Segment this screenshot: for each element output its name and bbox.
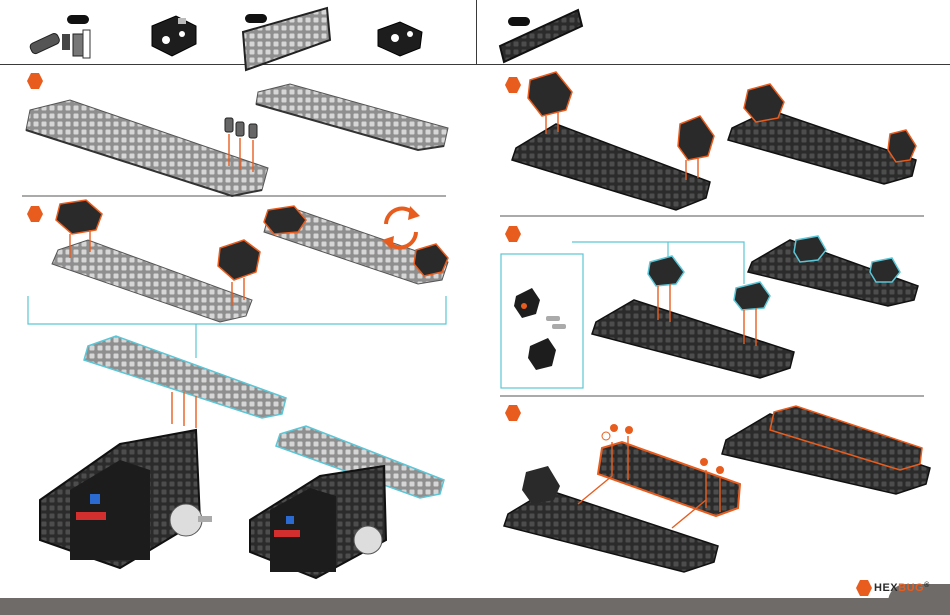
grid-plate-icon bbox=[243, 8, 330, 70]
step-6-illustration bbox=[504, 406, 930, 572]
corner-bracket-icon bbox=[378, 22, 422, 56]
long-plate-icon bbox=[500, 10, 582, 62]
step-1-illustration bbox=[26, 84, 448, 196]
step-3-illustration bbox=[40, 336, 444, 578]
hexagon-logo-icon bbox=[856, 580, 872, 596]
bracket-block-icon bbox=[152, 16, 196, 56]
page-footer-band bbox=[0, 598, 950, 615]
axle-pin-icon bbox=[29, 30, 90, 58]
hexbug-logo: HEXBUG® bbox=[856, 580, 930, 596]
rotate-arrows-icon bbox=[382, 206, 420, 250]
step-4-illustration bbox=[512, 72, 916, 210]
step-5-illustration bbox=[501, 236, 918, 388]
logo-wordmark: HEXBUG® bbox=[874, 582, 930, 594]
